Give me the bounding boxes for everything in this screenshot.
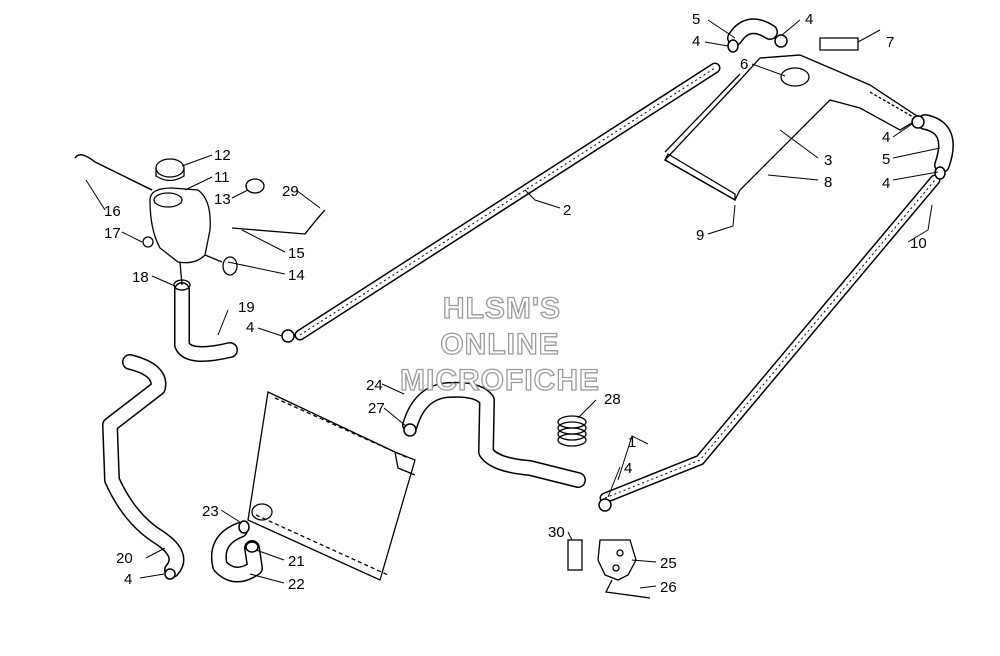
callout-23: 23 — [202, 503, 219, 520]
hose-19 — [174, 282, 238, 362]
callout-24: 24 — [366, 377, 383, 394]
callout-15: 15 — [288, 245, 305, 262]
callout-4g: 4 — [124, 571, 132, 588]
callout-4d: 4 — [882, 175, 890, 192]
watermark-line-2: ONLINE — [440, 328, 559, 361]
coolant-reservoir — [74, 154, 326, 291]
callout-8: 8 — [824, 174, 832, 191]
hose-clamps — [164, 34, 946, 580]
callout-14: 14 — [288, 267, 305, 284]
callout-26: 26 — [660, 579, 677, 596]
callout-16: 16 — [104, 203, 121, 220]
callout-4a: 4 — [805, 11, 813, 28]
hose-24 — [402, 381, 586, 488]
coolant-tube-1 — [599, 174, 941, 504]
callout-7: 7 — [886, 34, 894, 51]
callout-29: 29 — [282, 183, 299, 200]
callout-6: 6 — [740, 56, 748, 73]
callout-3: 3 — [824, 152, 832, 169]
callout-10: 10 — [910, 235, 927, 252]
hose-22 — [211, 522, 263, 583]
coolant-tube-2 — [294, 62, 721, 341]
callout-4f: 4 — [624, 460, 632, 477]
callout-30: 30 — [548, 524, 565, 541]
watermark-line-3: MICROFICHE — [400, 364, 600, 397]
callout-22: 22 — [288, 576, 305, 593]
spring-28 — [557, 415, 587, 447]
leader-lines — [85, 19, 941, 589]
callout-11: 11 — [214, 169, 230, 186]
callout-28: 28 — [604, 391, 621, 408]
hose-5-right — [917, 114, 954, 173]
callout-17: 17 — [104, 225, 121, 242]
callout-2: 2 — [563, 202, 571, 219]
callout-5b: 5 — [882, 151, 890, 168]
callout-5a: 5 — [692, 11, 700, 28]
callout-4c: 4 — [882, 129, 890, 146]
hose-5-top — [727, 18, 778, 46]
callout-21: 21 — [288, 553, 305, 570]
callout-27: 27 — [368, 400, 385, 417]
callout-19: 19 — [238, 299, 255, 316]
bracket-assembly — [567, 539, 651, 599]
watermark-line-1: HLSM'S — [443, 292, 561, 325]
callout-1: 1 — [628, 434, 636, 451]
hose-20 — [102, 354, 185, 578]
callout-13: 13 — [214, 191, 231, 208]
callout-12: 12 — [214, 147, 231, 164]
heat-exchanger-upper — [663, 37, 922, 202]
callout-labels: 1 2 3 4 4 4 4 4 4 4 5 5 6 7 8 9 10 11 12… — [104, 11, 927, 596]
callout-18: 18 — [132, 269, 149, 286]
callout-4e: 4 — [246, 319, 254, 336]
callout-9: 9 — [696, 227, 704, 244]
callout-20: 20 — [116, 550, 133, 567]
radiator-panel — [247, 391, 416, 581]
callout-25: 25 — [660, 555, 677, 572]
callout-4b: 4 — [692, 33, 700, 50]
